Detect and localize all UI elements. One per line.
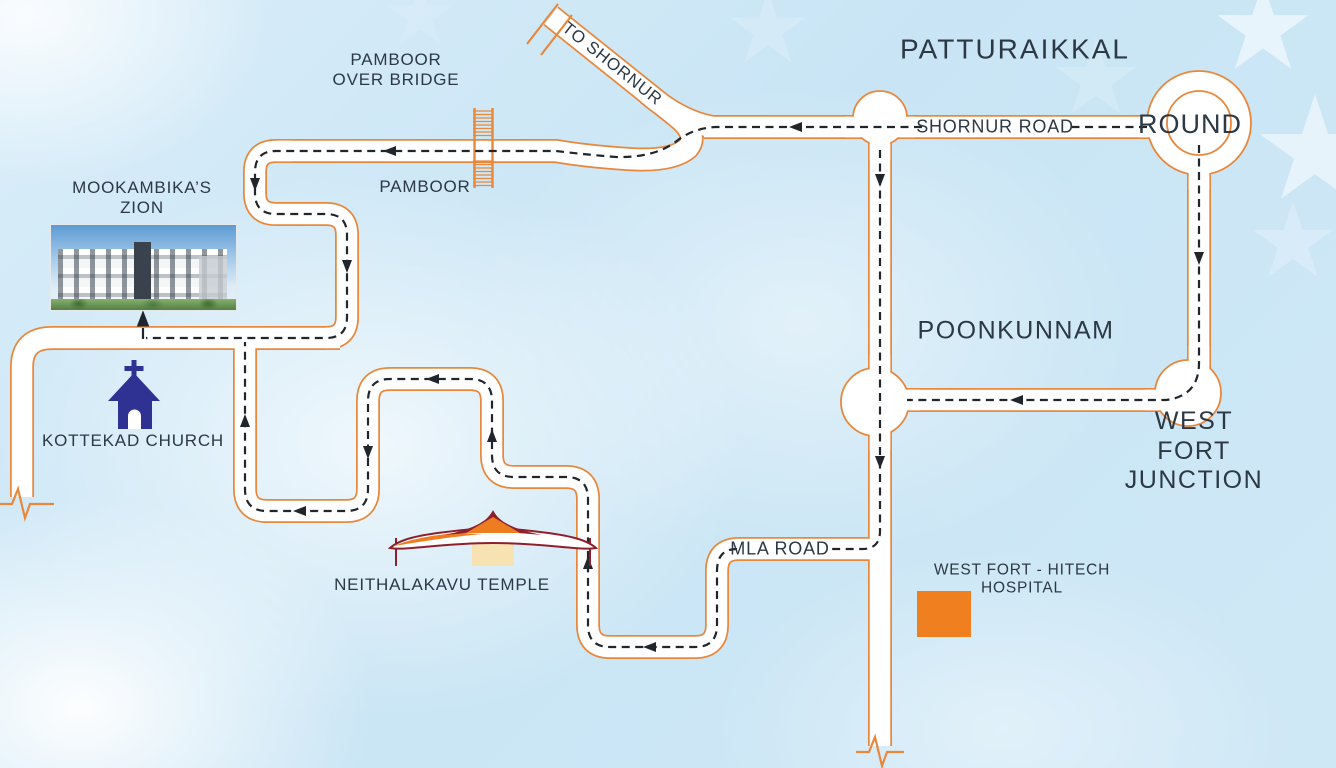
road-continues-break-mark xyxy=(540,14,573,56)
label-kottekad-church: KOTTEKAD CHURCH xyxy=(41,430,225,450)
label-mookambikas-zion: MOOKAMBIKA’S ZION xyxy=(72,177,212,217)
road-break-marks xyxy=(0,3,904,768)
road-fill xyxy=(245,338,880,647)
label-pamboor-over-bridge: PAMBOOR OVER BRIDGE xyxy=(332,49,460,89)
label-west-fort-junction: WEST FORT JUNCTION xyxy=(1124,406,1264,494)
label-neithalakavu-temple: NEITHALAKAVU TEMPLE xyxy=(334,574,550,594)
apartment-building-photo xyxy=(50,224,237,311)
building-wing xyxy=(199,255,227,300)
church-icon xyxy=(108,360,160,429)
road-temple-zigzag-mla xyxy=(245,338,880,647)
road-fill xyxy=(255,151,347,338)
temple-icon xyxy=(387,510,599,566)
road-pamboor-s-curve xyxy=(255,151,347,338)
road-continues-break-mark xyxy=(0,485,54,522)
label-shornur-road: SHORNUR ROAD xyxy=(916,116,1074,137)
hospital-square-icon xyxy=(917,591,971,637)
route-dashed-lines xyxy=(141,125,1201,649)
label-pamboor: PAMBOOR xyxy=(379,176,471,196)
road-continues-break-mark xyxy=(526,3,559,45)
label-poonkunnam: POONKUNNAM xyxy=(917,316,1115,345)
building-stairwell xyxy=(134,242,151,300)
star-icon xyxy=(1259,94,1336,199)
route-direction-arrow xyxy=(136,310,150,327)
road-continues-break-mark xyxy=(856,733,904,768)
route-mla-temple-zigzag xyxy=(243,342,738,649)
star-icon xyxy=(387,0,453,44)
label-patturaikkal: PATTURAIKKAL xyxy=(900,33,1130,65)
route-round-to-poonkunnam xyxy=(907,145,1201,402)
road-church xyxy=(22,338,340,497)
label-mla-road: MLA ROAD xyxy=(730,538,830,559)
roundabout-inner-ring xyxy=(1166,90,1232,156)
label-west-fort-hospital: WEST FORT - HITECH HOSPITAL xyxy=(933,561,1111,597)
star-icon xyxy=(1217,0,1309,69)
route-shornur-to-mla xyxy=(829,150,882,551)
label-round: ROUND xyxy=(1138,109,1242,140)
building-landscaping xyxy=(51,298,236,310)
route-shornur-pamboor-to-zion xyxy=(146,125,922,340)
star-icon xyxy=(729,0,807,63)
star-icon xyxy=(1253,201,1333,277)
road-fill xyxy=(22,338,340,497)
road-fill xyxy=(276,116,692,160)
overbridge-hatch-icon xyxy=(473,108,494,188)
